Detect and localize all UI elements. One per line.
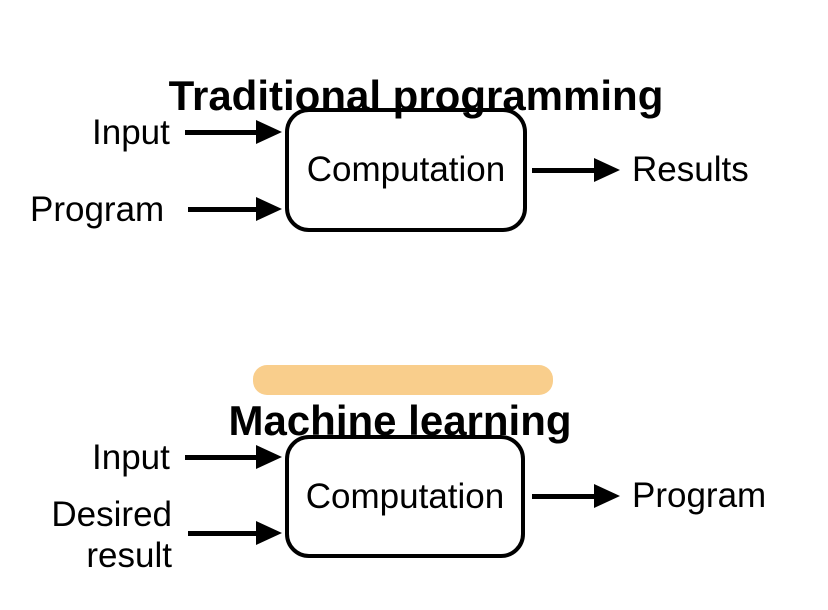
- traditional-computation-box: Computation: [285, 108, 527, 232]
- arrow-input-to-computation-icon: [185, 120, 282, 144]
- arrow-computation-to-program-icon: [532, 484, 620, 508]
- title-highlight-marker: [253, 365, 553, 395]
- arrow-head: [594, 484, 620, 508]
- arrow-head: [594, 158, 620, 182]
- arrow-shaft: [185, 129, 256, 135]
- traditional-title: Traditional programming: [168, 71, 664, 119]
- arrow-shaft: [188, 530, 256, 536]
- traditional-program-label: Program: [30, 190, 165, 229]
- ml-program-label: Program: [632, 476, 767, 515]
- arrow-shaft: [532, 167, 594, 173]
- ml-desired-result-label: Desired result: [51, 495, 172, 575]
- arrow-head: [256, 197, 282, 221]
- arrow-computation-to-results-icon: [532, 158, 620, 182]
- arrow-shaft: [188, 206, 256, 212]
- arrow-desired-result-to-computation-icon: [188, 521, 282, 545]
- computation-box-label: Computation: [306, 150, 506, 189]
- ml-input-label: Input: [92, 438, 170, 477]
- arrow-input-to-computation-icon: [185, 445, 282, 469]
- ml-computation-box: Computation: [285, 435, 525, 558]
- machine-learning-title: Machine learning: [228, 396, 572, 444]
- traditional-results-label: Results: [632, 150, 749, 189]
- arrow-head: [256, 445, 282, 469]
- arrow-shaft: [185, 454, 256, 460]
- traditional-input-label: Input: [92, 113, 170, 152]
- arrow-shaft: [532, 493, 594, 499]
- computation-box-label: Computation: [305, 476, 505, 516]
- arrow-head: [256, 521, 282, 545]
- arrow-head: [256, 120, 282, 144]
- arrow-program-to-computation-icon: [188, 197, 282, 221]
